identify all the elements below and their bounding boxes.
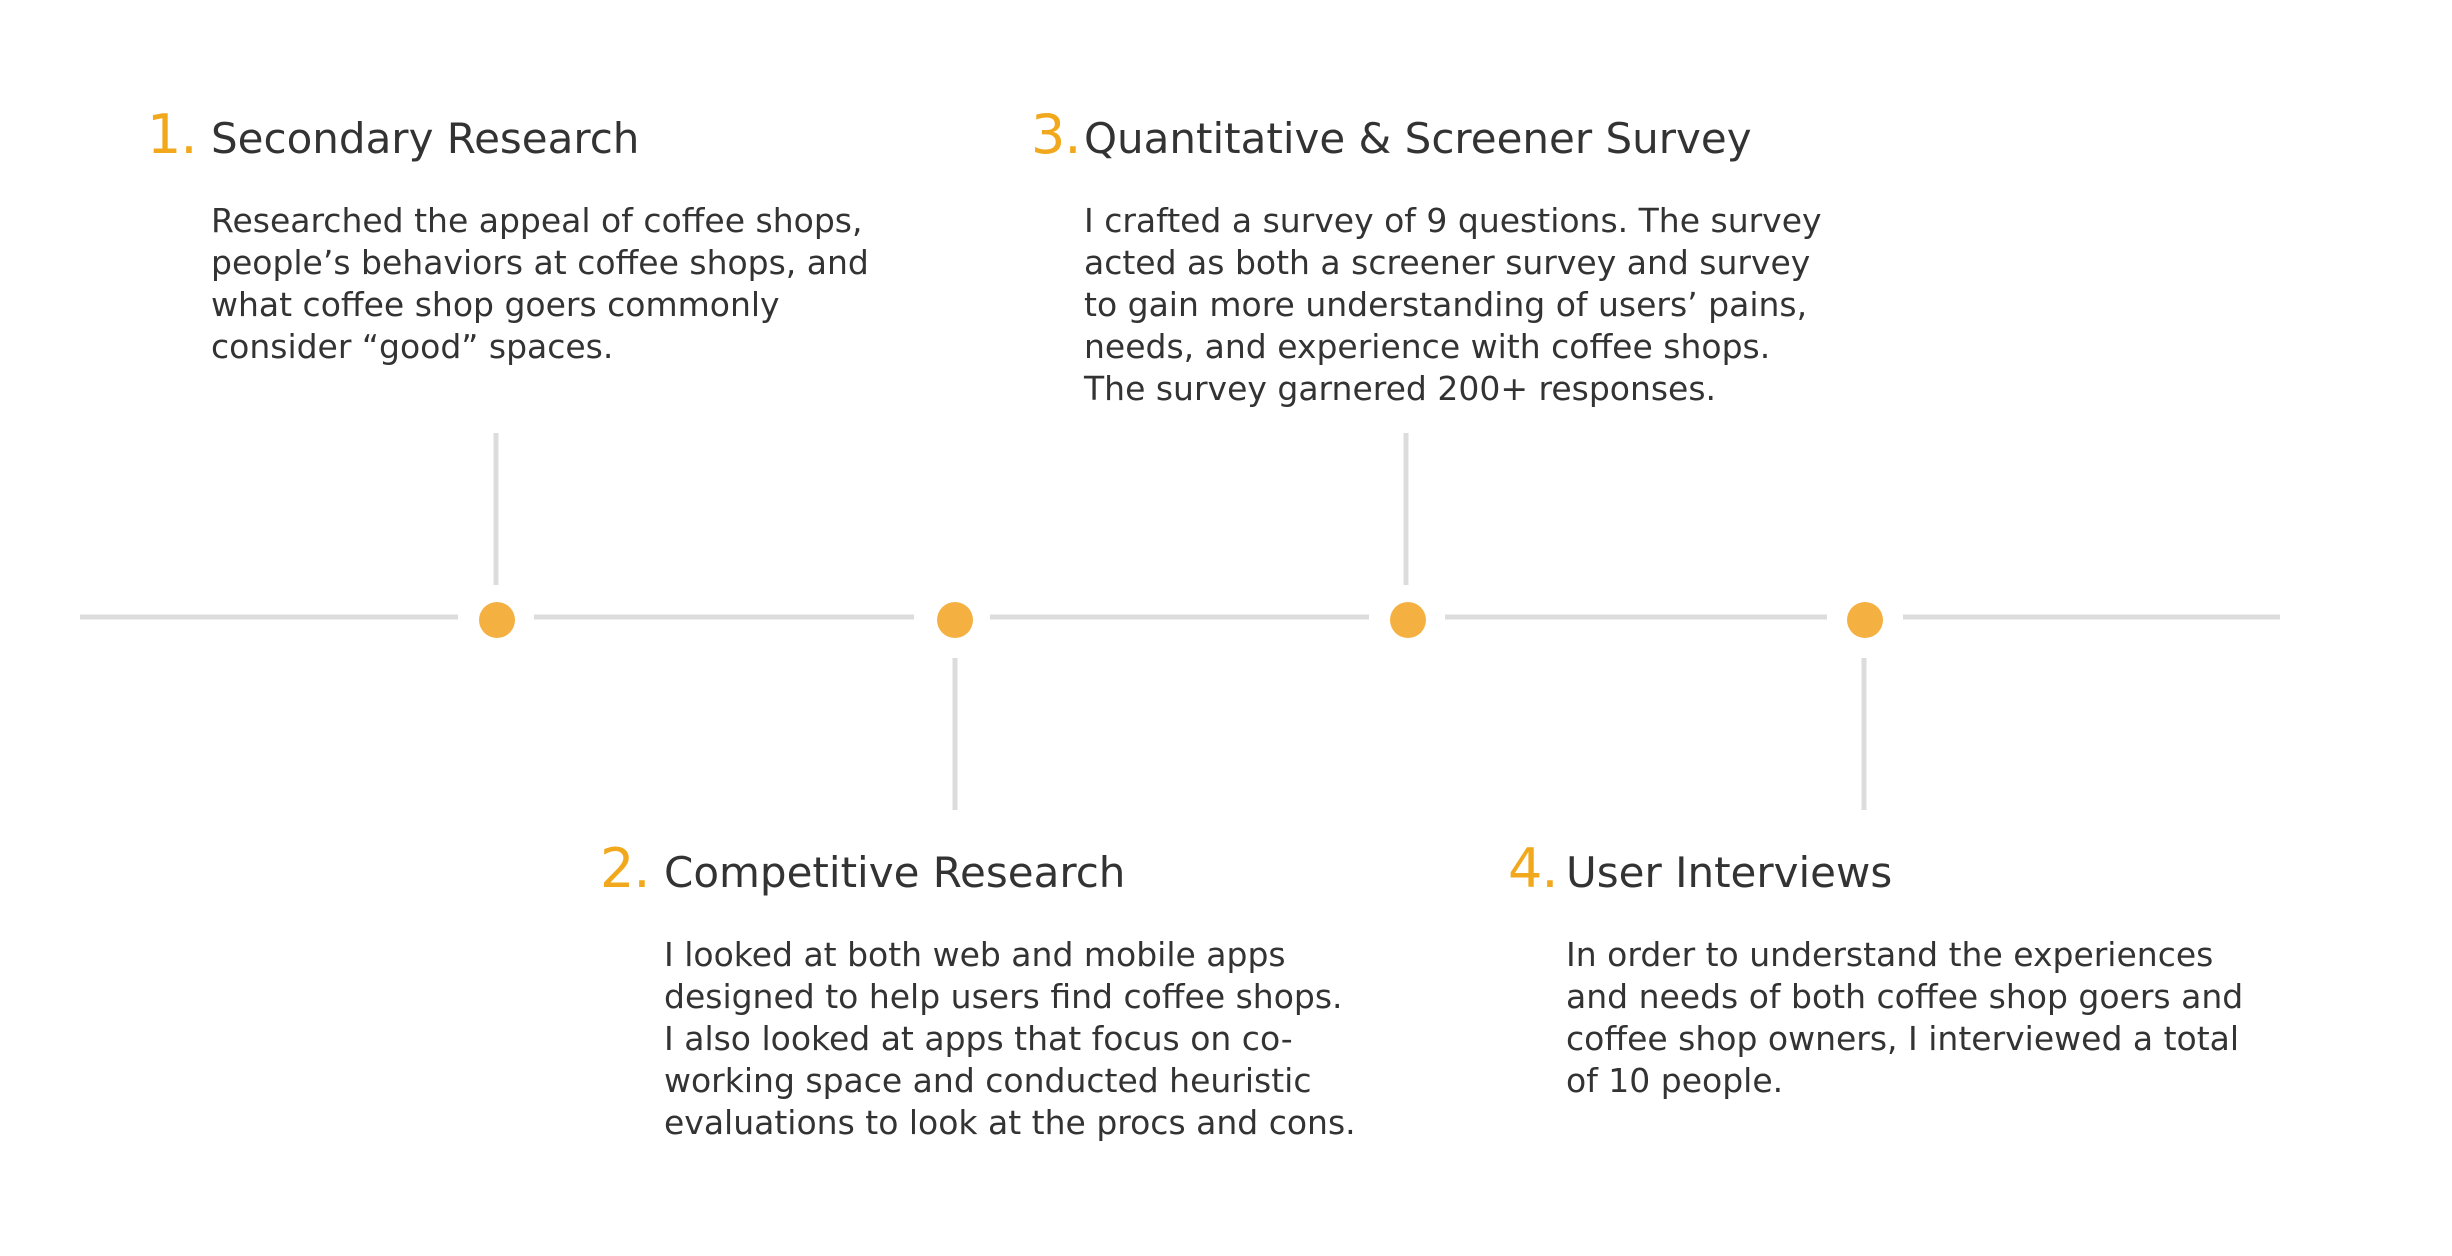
step-heading: 4. User Interviews: [1508, 842, 2243, 896]
description-line: of 10 people.: [1566, 1061, 1784, 1100]
step-heading: 3. Quantitative & Screener Survey: [1031, 108, 1822, 162]
description-line: I crafted a survey of 9 questions. The s…: [1084, 201, 1822, 240]
description-line: In order to understand the experiences: [1566, 935, 2214, 974]
milestone-dot-2: [937, 602, 973, 638]
description-line: working space and conducted heuristic: [664, 1061, 1312, 1100]
step-title: User Interviews: [1566, 848, 1893, 897]
step-description: I looked at both web and mobile apps des…: [600, 934, 1356, 1144]
description-line: to gain more understanding of users’ pai…: [1084, 285, 1808, 324]
step-title: Quantitative & Screener Survey: [1084, 114, 1752, 163]
description-line: coffee shop owners, I interviewed a tota…: [1566, 1019, 2240, 1058]
step-number: 3.: [1031, 103, 1082, 166]
step-competitive-research: 2. Competitive Research I looked at both…: [600, 842, 1356, 1144]
milestone-dot-3: [1390, 602, 1426, 638]
description-line: I looked at both web and mobile apps: [664, 935, 1286, 974]
timeline-dots: [479, 602, 1883, 638]
step-title: Secondary Research: [211, 114, 640, 163]
step-number: 2.: [600, 837, 651, 900]
description-line: what coffee shop goers commonly: [211, 285, 780, 324]
step-number: 4.: [1508, 837, 1559, 900]
description-line: Researched the appeal of coffee shops,: [211, 201, 863, 240]
description-line: I also looked at apps that focus on co-: [664, 1019, 1293, 1058]
step-description: Researched the appeal of coffee shops, p…: [147, 200, 869, 368]
step-description: In order to understand the experiences a…: [1508, 934, 2243, 1102]
milestone-dot-4: [1847, 602, 1883, 638]
step-quantitative-screener-survey: 3. Quantitative & Screener Survey I craf…: [1031, 108, 1822, 410]
milestone-dot-1: [479, 602, 515, 638]
description-line: designed to help users find coffee shops…: [664, 977, 1343, 1016]
step-heading: 1. Secondary Research: [147, 108, 869, 162]
step-heading: 2. Competitive Research: [600, 842, 1356, 896]
step-title: Competitive Research: [664, 848, 1126, 897]
description-line: evaluations to look at the procs and con…: [664, 1103, 1356, 1142]
step-number: 1.: [147, 103, 198, 166]
description-line: acted as both a screener survey and surv…: [1084, 243, 1811, 282]
step-secondary-research: 1. Secondary Research Researched the app…: [147, 108, 869, 368]
description-line: people’s behaviors at coffee shops, and: [211, 243, 869, 282]
step-description: I crafted a survey of 9 questions. The s…: [1031, 200, 1822, 410]
description-line: consider “good” spaces.: [211, 327, 614, 366]
step-user-interviews: 4. User Interviews In order to understan…: [1508, 842, 2243, 1102]
description-line: The survey garnered 200+ responses.: [1084, 369, 1717, 408]
description-line: needs, and experience with coffee shops.: [1084, 327, 1771, 366]
description-line: and needs of both coffee shop goers and: [1566, 977, 2244, 1016]
timeline-connectors: [493, 433, 1867, 810]
